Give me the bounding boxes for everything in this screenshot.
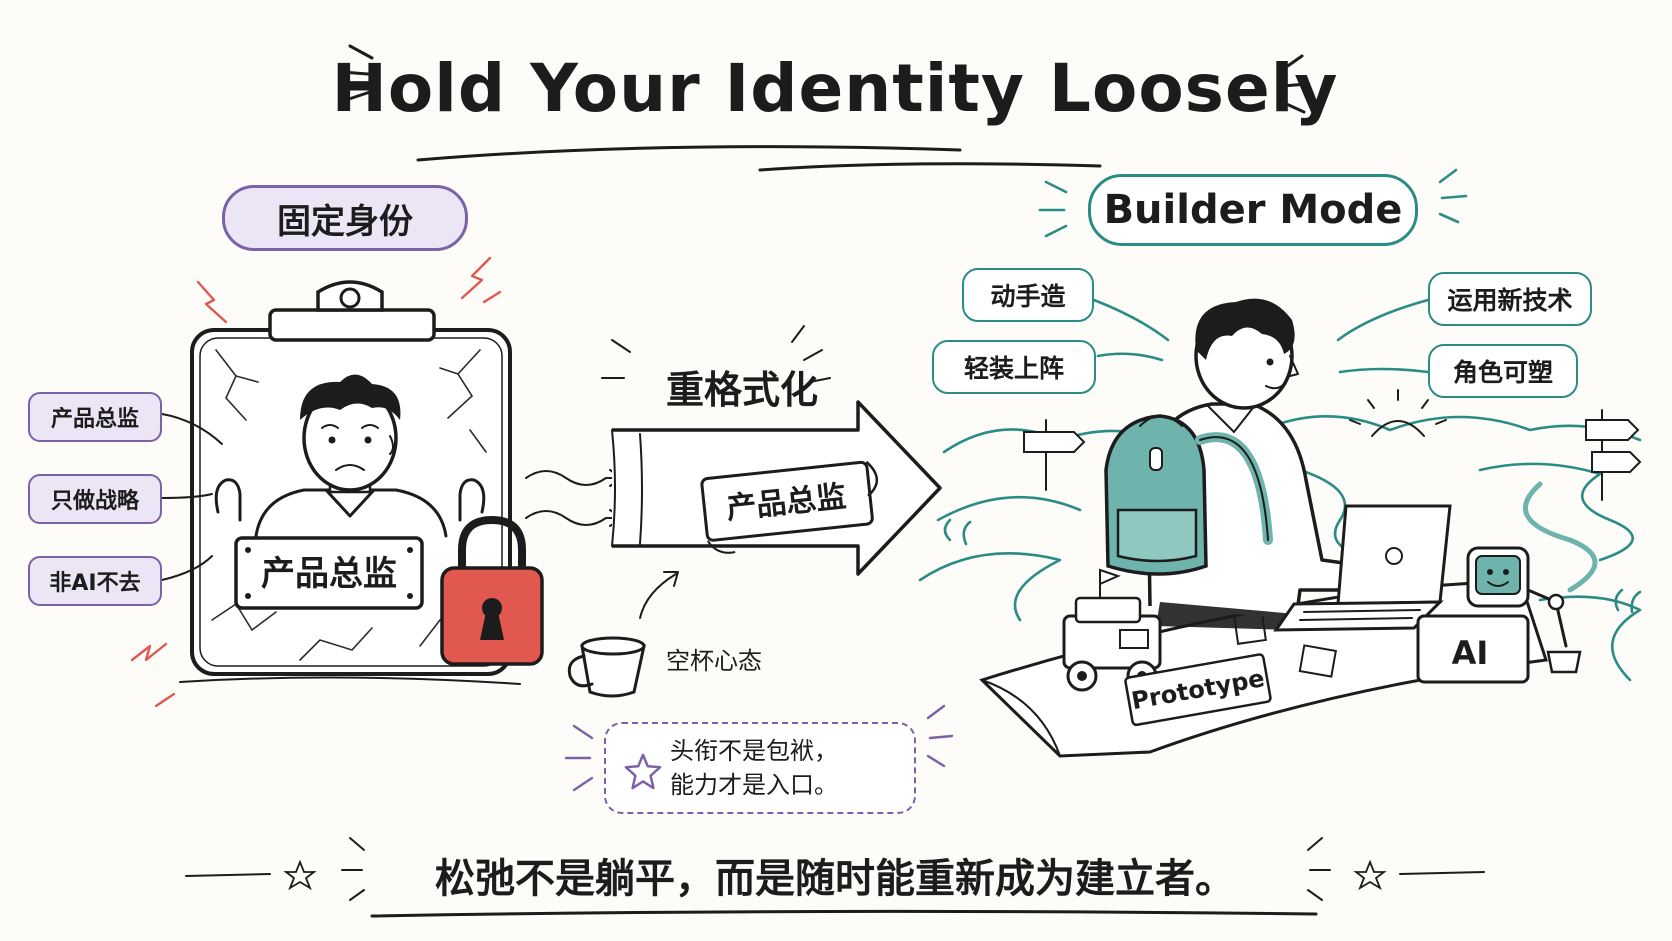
left-tag-1: 产品总监 <box>28 392 162 442</box>
star-icon <box>624 753 662 790</box>
laptop-icon <box>1273 504 1452 632</box>
reformat-spark-marks <box>601 325 831 383</box>
builder-mode-heading: Builder Mode <box>1088 174 1418 246</box>
title-underline <box>416 145 1102 172</box>
lock-icon <box>440 515 544 666</box>
left-tag-3: 非AI不去 <box>28 556 162 606</box>
quote-text: 头衔不是包袱， 能力才是入口。 <box>670 737 838 799</box>
prototype-card: Prototype <box>1124 653 1272 727</box>
left-tag-2: 只做战略 <box>28 474 162 524</box>
bottom-message: 松弛不是躺平，而是随时能重新成为建立者。 <box>435 856 1235 902</box>
robot-ai-label: AI <box>1452 634 1489 672</box>
sun-icon <box>1349 389 1447 437</box>
right-tag-travel-light: 轻装上阵 <box>932 340 1096 394</box>
quote-spark-marks <box>564 704 954 792</box>
pointer-arrow <box>639 571 679 619</box>
squiggle-arrows <box>525 469 623 527</box>
bottom-decor <box>185 837 1485 918</box>
left-tag-connectors <box>161 413 223 581</box>
left-ground <box>179 676 521 685</box>
nameplate: 产品总监 <box>234 536 424 610</box>
right-tag-connectors <box>1092 298 1430 374</box>
reformat-label: 重格式化 <box>665 367 818 412</box>
right-tag-new-tech: 运用新技术 <box>1428 272 1592 326</box>
cup-label: 空杯心态 <box>666 646 762 675</box>
right-tag-flexible-role: 角色可塑 <box>1428 344 1578 398</box>
title-spark-marks <box>340 44 1310 114</box>
rover-icon <box>1062 568 1162 692</box>
arrow-tag: 产品总监 <box>700 460 879 554</box>
builder-spark-marks <box>1038 168 1468 238</box>
fixed-identity-heading: 固定身份 <box>222 185 468 251</box>
nameplate-text: 产品总监 <box>261 554 397 594</box>
backpack-icon <box>1104 414 1273 576</box>
page-title: Hold Your Identity Loosely <box>331 49 1339 127</box>
quote-box: 头衔不是包袱， 能力才是入口。 <box>604 722 916 814</box>
quote-line-2: 能力才是入口。 <box>670 771 838 799</box>
worried-person <box>214 374 486 538</box>
cup-icon <box>567 636 646 698</box>
stress-sparks <box>130 256 502 708</box>
right-tag-build: 动手造 <box>962 268 1094 322</box>
quote-line-1: 头衔不是包袱， <box>670 737 838 765</box>
robot-icon: AI <box>1416 546 1582 684</box>
signpost-icon <box>1023 409 1642 501</box>
